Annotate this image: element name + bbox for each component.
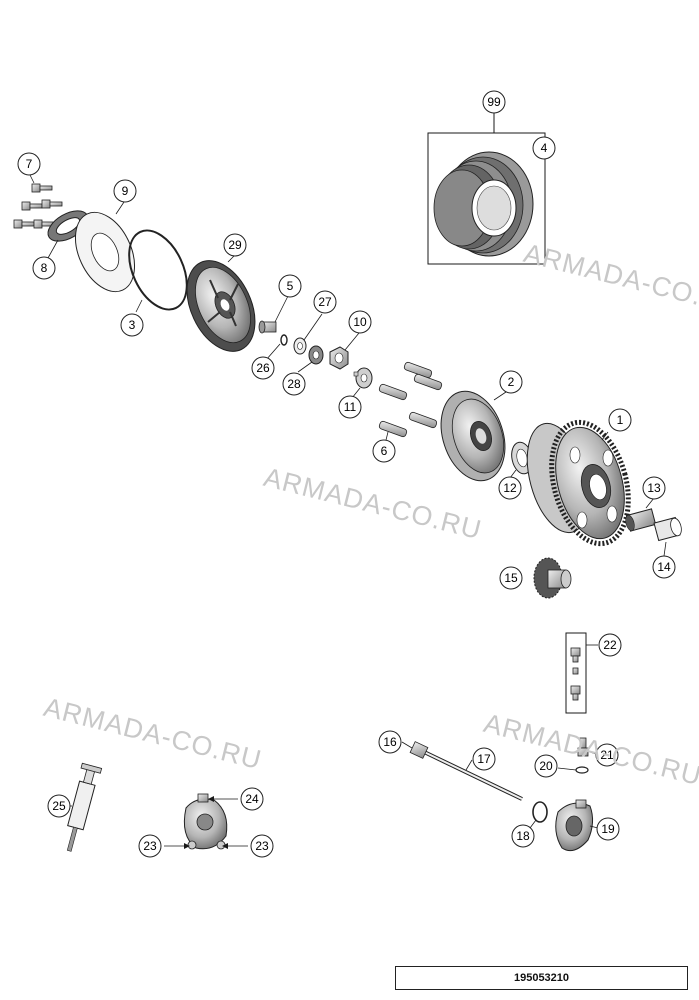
lock-washer-part [308,345,324,365]
svg-text:12: 12 [503,481,517,495]
callout-1: 1 [608,408,632,432]
callout-8: 8 [32,256,56,280]
callout-24: 24 [240,787,264,811]
callout-2: 2 [499,370,523,394]
callout-9: 9 [113,179,137,203]
small-ring-part [280,334,288,346]
gasket-ring-part [128,229,188,311]
callout-23-right: 23 [250,834,274,858]
svg-text:5: 5 [287,279,294,293]
svg-text:3: 3 [129,318,136,332]
callout-13: 13 [642,476,666,500]
callout-18: 18 [511,824,535,848]
callout-10: 10 [348,310,372,334]
callout-7: 7 [17,152,41,176]
syringe-tool-part [66,762,103,852]
svg-text:28: 28 [287,377,301,391]
callout-27: 27 [313,290,337,314]
svg-text:24: 24 [245,792,259,806]
callout-4: 4 [532,136,556,160]
reference-number-box: 195053210 [395,966,688,990]
callout-20: 20 [534,754,558,778]
svg-text:29: 29 [228,238,242,252]
svg-text:22: 22 [603,638,617,652]
callout-11: 11 [338,395,362,419]
svg-text:23: 23 [143,839,157,853]
svg-text:8: 8 [41,261,48,275]
push-rod-part [409,741,523,801]
callout-17: 17 [472,747,496,771]
pressure-disc-part [74,211,136,293]
svg-text:16: 16 [383,735,397,749]
callout-28: 28 [282,372,306,396]
bleed-cover-part [183,793,228,850]
clutch-kit-frame [427,113,546,265]
callout-99: 99 [482,90,506,114]
svg-text:20: 20 [539,759,553,773]
callout-5: 5 [278,274,302,298]
slave-cylinder-part [555,799,594,852]
bleed-screw-part [570,647,581,701]
svg-text:27: 27 [318,295,332,309]
callout-14: 14 [652,555,676,579]
svg-text:23: 23 [255,839,269,853]
svg-text:26: 26 [256,361,270,375]
primary-gear-part [533,557,572,599]
clutch-cover-part [186,260,256,352]
inner-clutch-hub-part [440,390,506,482]
callout-12: 12 [498,476,522,500]
clutch-disc-pack-part [433,151,534,257]
clutch-spring-pins-part [378,361,443,438]
callout-16: 16 [378,730,402,754]
bushing-sleeve-part [653,516,682,542]
svg-text:11: 11 [344,400,357,414]
svg-text:2: 2 [508,375,515,389]
needle-bushing-part [625,508,657,532]
callout-21: 21 [595,743,619,767]
callout-25: 25 [47,794,71,818]
clutch-basket-part [526,419,631,547]
svg-text:17: 17 [477,752,491,766]
svg-text:6: 6 [381,444,388,458]
callout-29: 29 [223,233,247,257]
svg-text:4: 4 [541,141,548,155]
callout-group: 1 2 3 4 5 6 7 8 9 10 11 12 13 14 15 16 1… [17,90,676,858]
push-piece-part [258,320,277,334]
svg-text:1: 1 [617,413,624,427]
svg-text:21: 21 [600,748,614,762]
svg-text:10: 10 [353,315,367,329]
callout-22: 22 [598,633,622,657]
svg-text:18: 18 [516,829,530,843]
callout-23-left: 23 [138,834,162,858]
svg-text:13: 13 [647,481,661,495]
callout-19: 19 [596,817,620,841]
callout-15: 15 [499,566,523,590]
o-ring-part [532,801,548,823]
callout-3: 3 [120,313,144,337]
svg-text:7: 7 [26,157,33,171]
lock-plate-part [353,367,373,389]
svg-text:25: 25 [52,799,66,813]
svg-text:14: 14 [657,560,671,574]
bleed-screw-set-frame [565,632,598,714]
callout-26: 26 [251,356,275,380]
svg-text:99: 99 [487,95,501,109]
svg-text:9: 9 [122,184,129,198]
callout-6: 6 [372,439,396,463]
hex-nut-part [329,346,349,370]
svg-text:15: 15 [504,571,518,585]
thin-washer-part [293,337,307,355]
bolt-set-part [13,183,63,229]
svg-text:19: 19 [601,822,615,836]
